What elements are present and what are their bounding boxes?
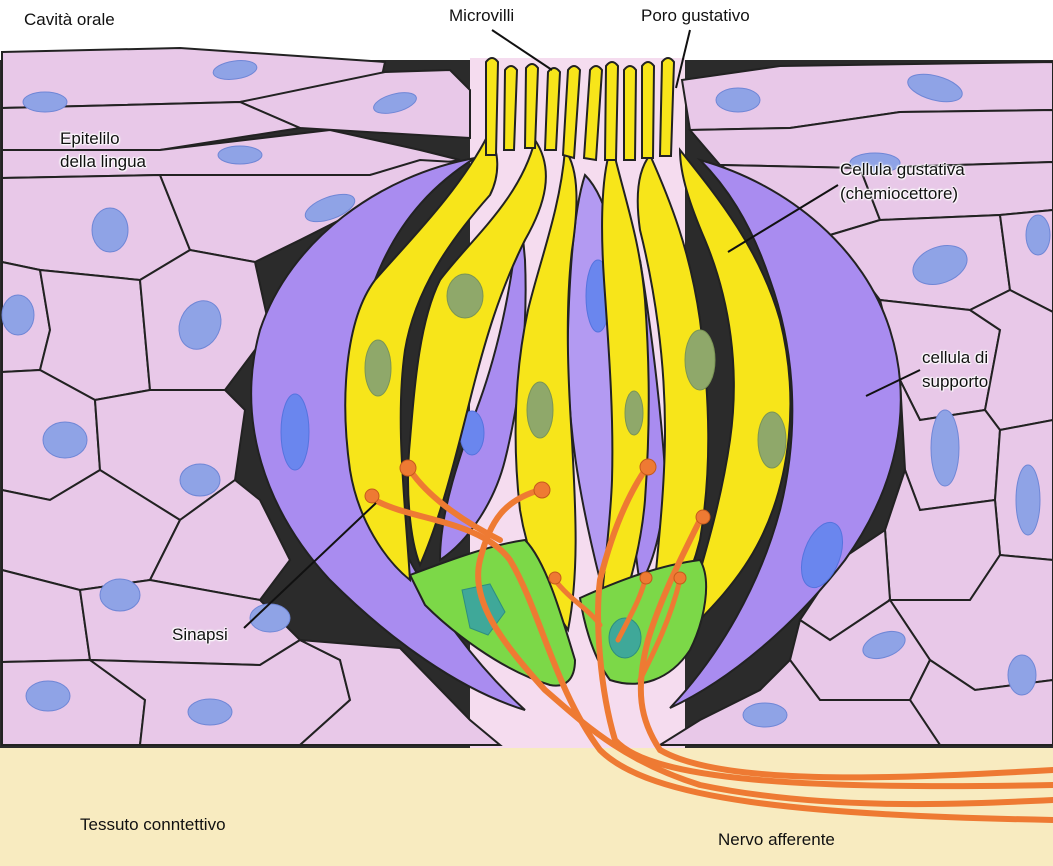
microvillus <box>485 57 500 156</box>
nucleus <box>217 145 263 165</box>
nucleus <box>624 390 644 436</box>
tongue-epithelium-label-line2: della lingua <box>60 152 147 171</box>
support-cell-label-line1: cellula di <box>922 348 989 367</box>
nucleus <box>715 87 761 113</box>
synapse-label: Sinapsi <box>172 625 228 644</box>
microvillus <box>523 63 540 149</box>
epithelial-cell <box>297 639 503 746</box>
synapse-leader <box>243 502 377 629</box>
taste-cell <box>407 137 547 568</box>
afferent-nerve-label: Nervo afferente <box>718 830 835 849</box>
nerve-fiber <box>407 467 1053 808</box>
microvillus <box>658 57 676 157</box>
taste-cells <box>344 133 792 661</box>
nucleus <box>25 680 71 712</box>
support-cell-right <box>669 158 902 709</box>
nucleus <box>862 630 906 660</box>
support-cell-leader <box>865 369 921 397</box>
tongue-epithelium-left <box>0 46 503 746</box>
nucleus <box>178 300 222 350</box>
microvilli <box>485 57 676 162</box>
epithelial-cell <box>1 100 304 151</box>
nucleus <box>280 393 310 471</box>
microvilli-leader <box>491 29 553 71</box>
nucleus <box>373 92 417 114</box>
nerve-fiber <box>552 577 683 683</box>
microvilli-label: Microvilli <box>449 6 515 25</box>
nucleus <box>526 381 554 439</box>
nucleus <box>907 73 963 103</box>
nucleus <box>930 409 960 487</box>
synaptic-terminal <box>533 481 551 499</box>
nucleus <box>304 193 356 223</box>
synaptic-terminal <box>364 488 380 504</box>
nucleus <box>1 294 35 336</box>
microvillus <box>582 65 604 162</box>
leader-lines <box>243 29 921 629</box>
microvillus <box>543 67 562 151</box>
support-cell-label-line2: supporto <box>922 372 989 391</box>
nucleus <box>99 578 141 612</box>
nucleus <box>757 411 787 469</box>
synaptic-terminal <box>548 571 562 585</box>
nucleus <box>212 60 258 80</box>
taste-nuclei <box>364 273 787 469</box>
nucleus <box>364 339 392 397</box>
nucleus <box>1015 464 1041 536</box>
oral-cavity-label: Cavità orale <box>24 10 115 29</box>
afferent-nerve <box>372 467 1053 823</box>
tongue-epithelium-right <box>656 60 1053 746</box>
synaptic-terminal <box>673 571 687 585</box>
microvillus <box>623 65 638 161</box>
support-nuclei <box>280 259 844 589</box>
synaptic-terminal <box>639 571 653 585</box>
epithelial-cell <box>656 658 942 746</box>
nucleus <box>187 698 233 726</box>
nucleus <box>446 273 484 319</box>
nerve-fiber <box>372 497 1053 823</box>
nucleus <box>742 702 788 728</box>
microvillus <box>603 61 620 161</box>
taste-cell-label-line2: (chemiocettore) <box>840 184 959 203</box>
microvillus <box>641 61 656 159</box>
synaptic-terminal <box>639 458 657 476</box>
nerve-fiber <box>595 467 1053 790</box>
nucleus <box>179 463 221 497</box>
nerve-fiber <box>637 517 1053 781</box>
nucleus <box>608 617 642 659</box>
taste-pore-leader <box>675 29 691 89</box>
taste-cell-leader <box>727 184 839 253</box>
nucleus <box>684 329 716 391</box>
synaptic-terminal <box>399 459 417 477</box>
nucleus <box>800 521 844 589</box>
taste-cell-label-line1: Cellula gustativa <box>840 160 965 179</box>
nucleus <box>849 152 901 174</box>
nucleus <box>1007 654 1037 696</box>
epithelial-nuclei <box>1 60 1051 728</box>
taste-cell <box>344 133 499 583</box>
nucleus <box>912 245 968 285</box>
microvillus <box>561 65 582 160</box>
nucleus <box>91 207 129 253</box>
synaptic-terminal <box>695 509 711 525</box>
nucleus <box>42 421 88 459</box>
tongue-epithelium-label-line1: Epitelilo <box>60 129 120 148</box>
microvillus <box>502 65 519 151</box>
connective-tissue-label: Tessuto conntettivo <box>80 815 226 834</box>
nucleus <box>22 91 68 113</box>
synapse-terminals <box>364 458 711 585</box>
taste-pore-label: Poro gustativo <box>641 6 750 25</box>
nucleus <box>1025 214 1051 256</box>
